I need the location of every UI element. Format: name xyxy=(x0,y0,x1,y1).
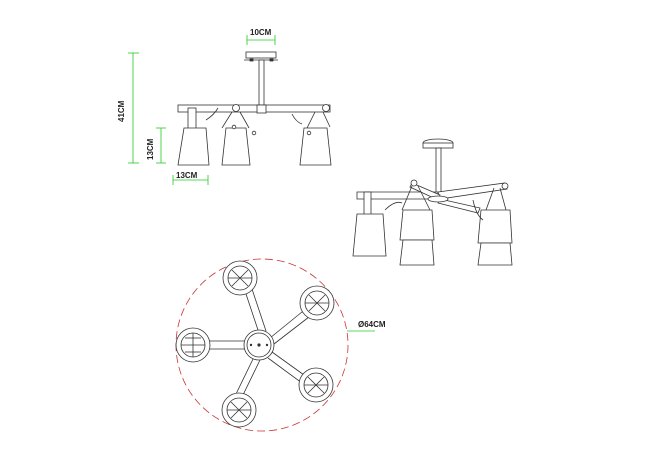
shade-width-label: 13CM xyxy=(176,171,198,180)
shade-right-top xyxy=(299,285,335,321)
top-plan-view xyxy=(175,258,349,432)
total-height-label: 41CM xyxy=(117,100,126,122)
side-elevation-view xyxy=(177,51,332,166)
shade-right-bottom xyxy=(298,367,334,403)
shade-top xyxy=(222,260,258,296)
canopy-width-label: 10CM xyxy=(250,28,272,37)
shade-height-label: 13CM xyxy=(146,138,155,160)
dimension-lines xyxy=(128,35,375,332)
perspective-view xyxy=(352,138,513,266)
shade-left xyxy=(175,327,211,363)
diameter-label: Ø64CM xyxy=(358,320,386,329)
shade-bottom xyxy=(221,392,257,428)
